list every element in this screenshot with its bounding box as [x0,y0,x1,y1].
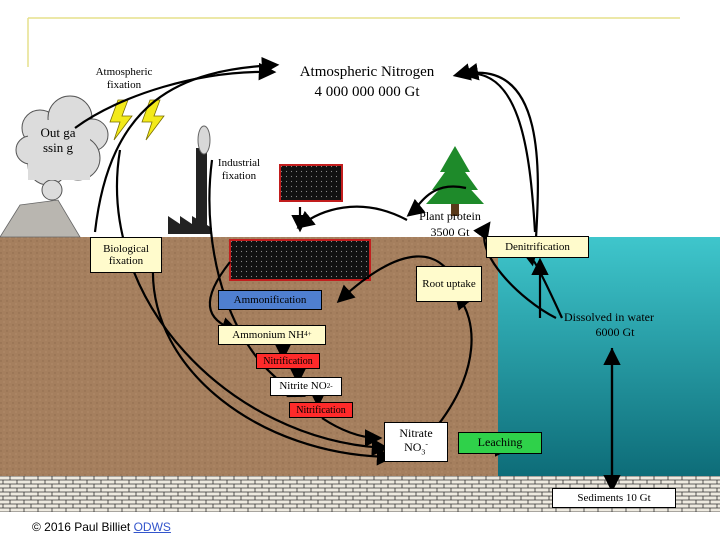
outgassing-label: Out gassin g [40,125,76,155]
lightning-icon [141,99,165,141]
dissolved-in-water-label: Dissolved in water [564,310,654,324]
industrial-fixation-label: Industrial fixation [217,157,261,182]
ammonification-box: Ammonification [218,290,322,310]
ammonium-label: Ammonium NH [232,328,305,341]
organic-matter-box [229,239,371,281]
nitrate-to-root-uptake-arrow [437,291,473,426]
nitrification-box-2: Nitrification [289,402,353,418]
biological-fixation-up-arrow [93,56,280,233]
leaching-box: Leaching [458,432,542,454]
biological-fixation-box: Biological fixation [90,237,162,273]
atmospheric-nitrogen-title: Atmospheric Nitrogen [299,64,435,80]
plant-protein-label: Plant protein [419,209,481,223]
smoke-cloud-icon [15,95,109,201]
root-uptake-box: Root uptake [416,266,482,302]
volcano-icon [0,199,81,238]
nitrate-label: Nitrate [399,425,433,440]
nitrate-formula: NO3- [404,439,428,457]
atmospheric-fixation-label: Atmospheric fixation [95,66,153,91]
nitrification-to-nitrate-arrow [321,417,383,447]
sediments-box: Sediments 10 Gt [552,488,676,508]
plant-protein-amount: 3500 Gt [430,225,470,239]
outgassing-arrow [74,62,277,129]
copyright-text: © 2016 Paul Billiet [32,520,134,534]
tree-icon [426,146,484,216]
atmospheric-nitrogen-amount: 4 000 000 000 Gt [314,84,420,100]
plant-protein-uptake-arrow [473,221,557,319]
odws-link[interactable]: ODWS [133,520,171,534]
copyright-footer: © 2016 Paul Billiet ODWS [32,520,171,534]
factory-icon [168,125,212,234]
dissolved-amount-label: 6000 Gt [595,325,635,339]
nitrate-box: Nitrate NO3- [384,422,448,462]
ammonium-charge: + [307,330,312,339]
nitrite-label: Nitrite NO [279,380,327,393]
ammonium-subscript: 4 [304,330,308,339]
fertilizer-box [279,164,343,202]
denitrification-box: Denitrification [486,236,589,258]
nitrification-box-1: Nitrification [256,353,320,369]
nitrite-charge: - [330,381,333,390]
nitrite-subscript: 2 [326,381,331,390]
biological-to-nitrate-arrow [151,267,395,466]
plant-to-organic-arrow [296,205,408,229]
lightning-icon [109,99,133,141]
atmospheric-to-nitrate-arrow [115,149,390,457]
